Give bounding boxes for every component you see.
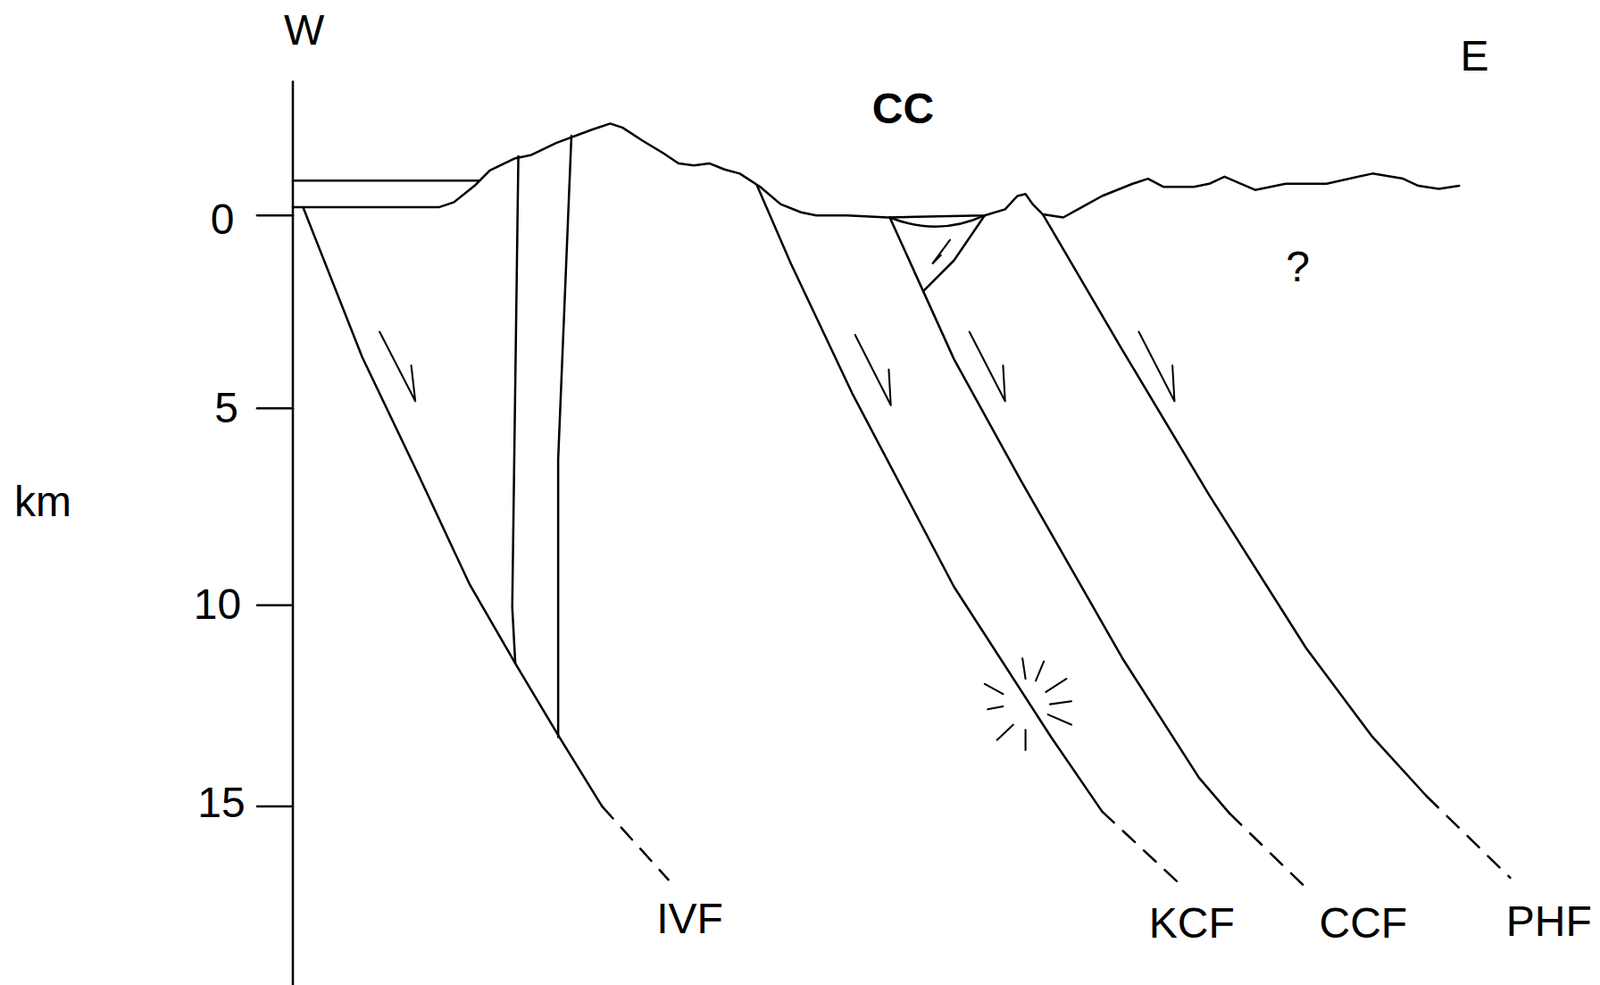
- depth-tick-label: 10: [193, 583, 242, 626]
- antithetic-fault: [923, 215, 985, 292]
- fault-kcf: [757, 185, 1102, 812]
- axis-unit: km: [14, 480, 72, 524]
- fault-name: PHF: [1506, 900, 1592, 943]
- basin-fill: [890, 215, 985, 227]
- slip-arrow: [969, 332, 1006, 402]
- region-label: CC: [872, 87, 934, 131]
- compass-label: W: [283, 8, 325, 52]
- sea-level: [292, 179, 480, 183]
- depth-axis: [291, 82, 295, 985]
- fault-ccf-inferred: [1229, 813, 1304, 886]
- depth-tick-label: 15: [197, 781, 245, 825]
- fault-name: CCF: [1319, 901, 1409, 945]
- slip-arrow: [855, 334, 892, 406]
- slip-arrows: [379, 240, 1175, 406]
- tick: [257, 214, 293, 217]
- tick: [257, 407, 293, 410]
- tick: [257, 805, 293, 809]
- depth-tick-label: 5: [214, 386, 239, 430]
- fault-kcf-inferred: [1101, 811, 1179, 884]
- slip-arrow: [379, 332, 416, 402]
- fault-name: IVF: [656, 897, 724, 941]
- fault-phf-inferred: [1426, 796, 1511, 878]
- vertical-fault: [512, 156, 519, 664]
- slip-arrow: [1138, 332, 1175, 402]
- topography: [292, 123, 1459, 217]
- fault-ivf-inferred: [601, 806, 668, 880]
- fault-name: KCF: [1149, 901, 1235, 945]
- vertical-fault: [558, 135, 572, 737]
- fault-ccf: [890, 217, 1231, 814]
- tick: [257, 604, 293, 608]
- earthquake-symbol: [984, 658, 1072, 750]
- depth-tick-label: 0: [210, 198, 235, 242]
- fault-phf: [1042, 214, 1427, 796]
- compass-label: E: [1459, 34, 1489, 78]
- slip-arrow: [933, 240, 950, 264]
- axis-ticks: [257, 215, 293, 807]
- unknown-marker: ?: [1285, 245, 1310, 289]
